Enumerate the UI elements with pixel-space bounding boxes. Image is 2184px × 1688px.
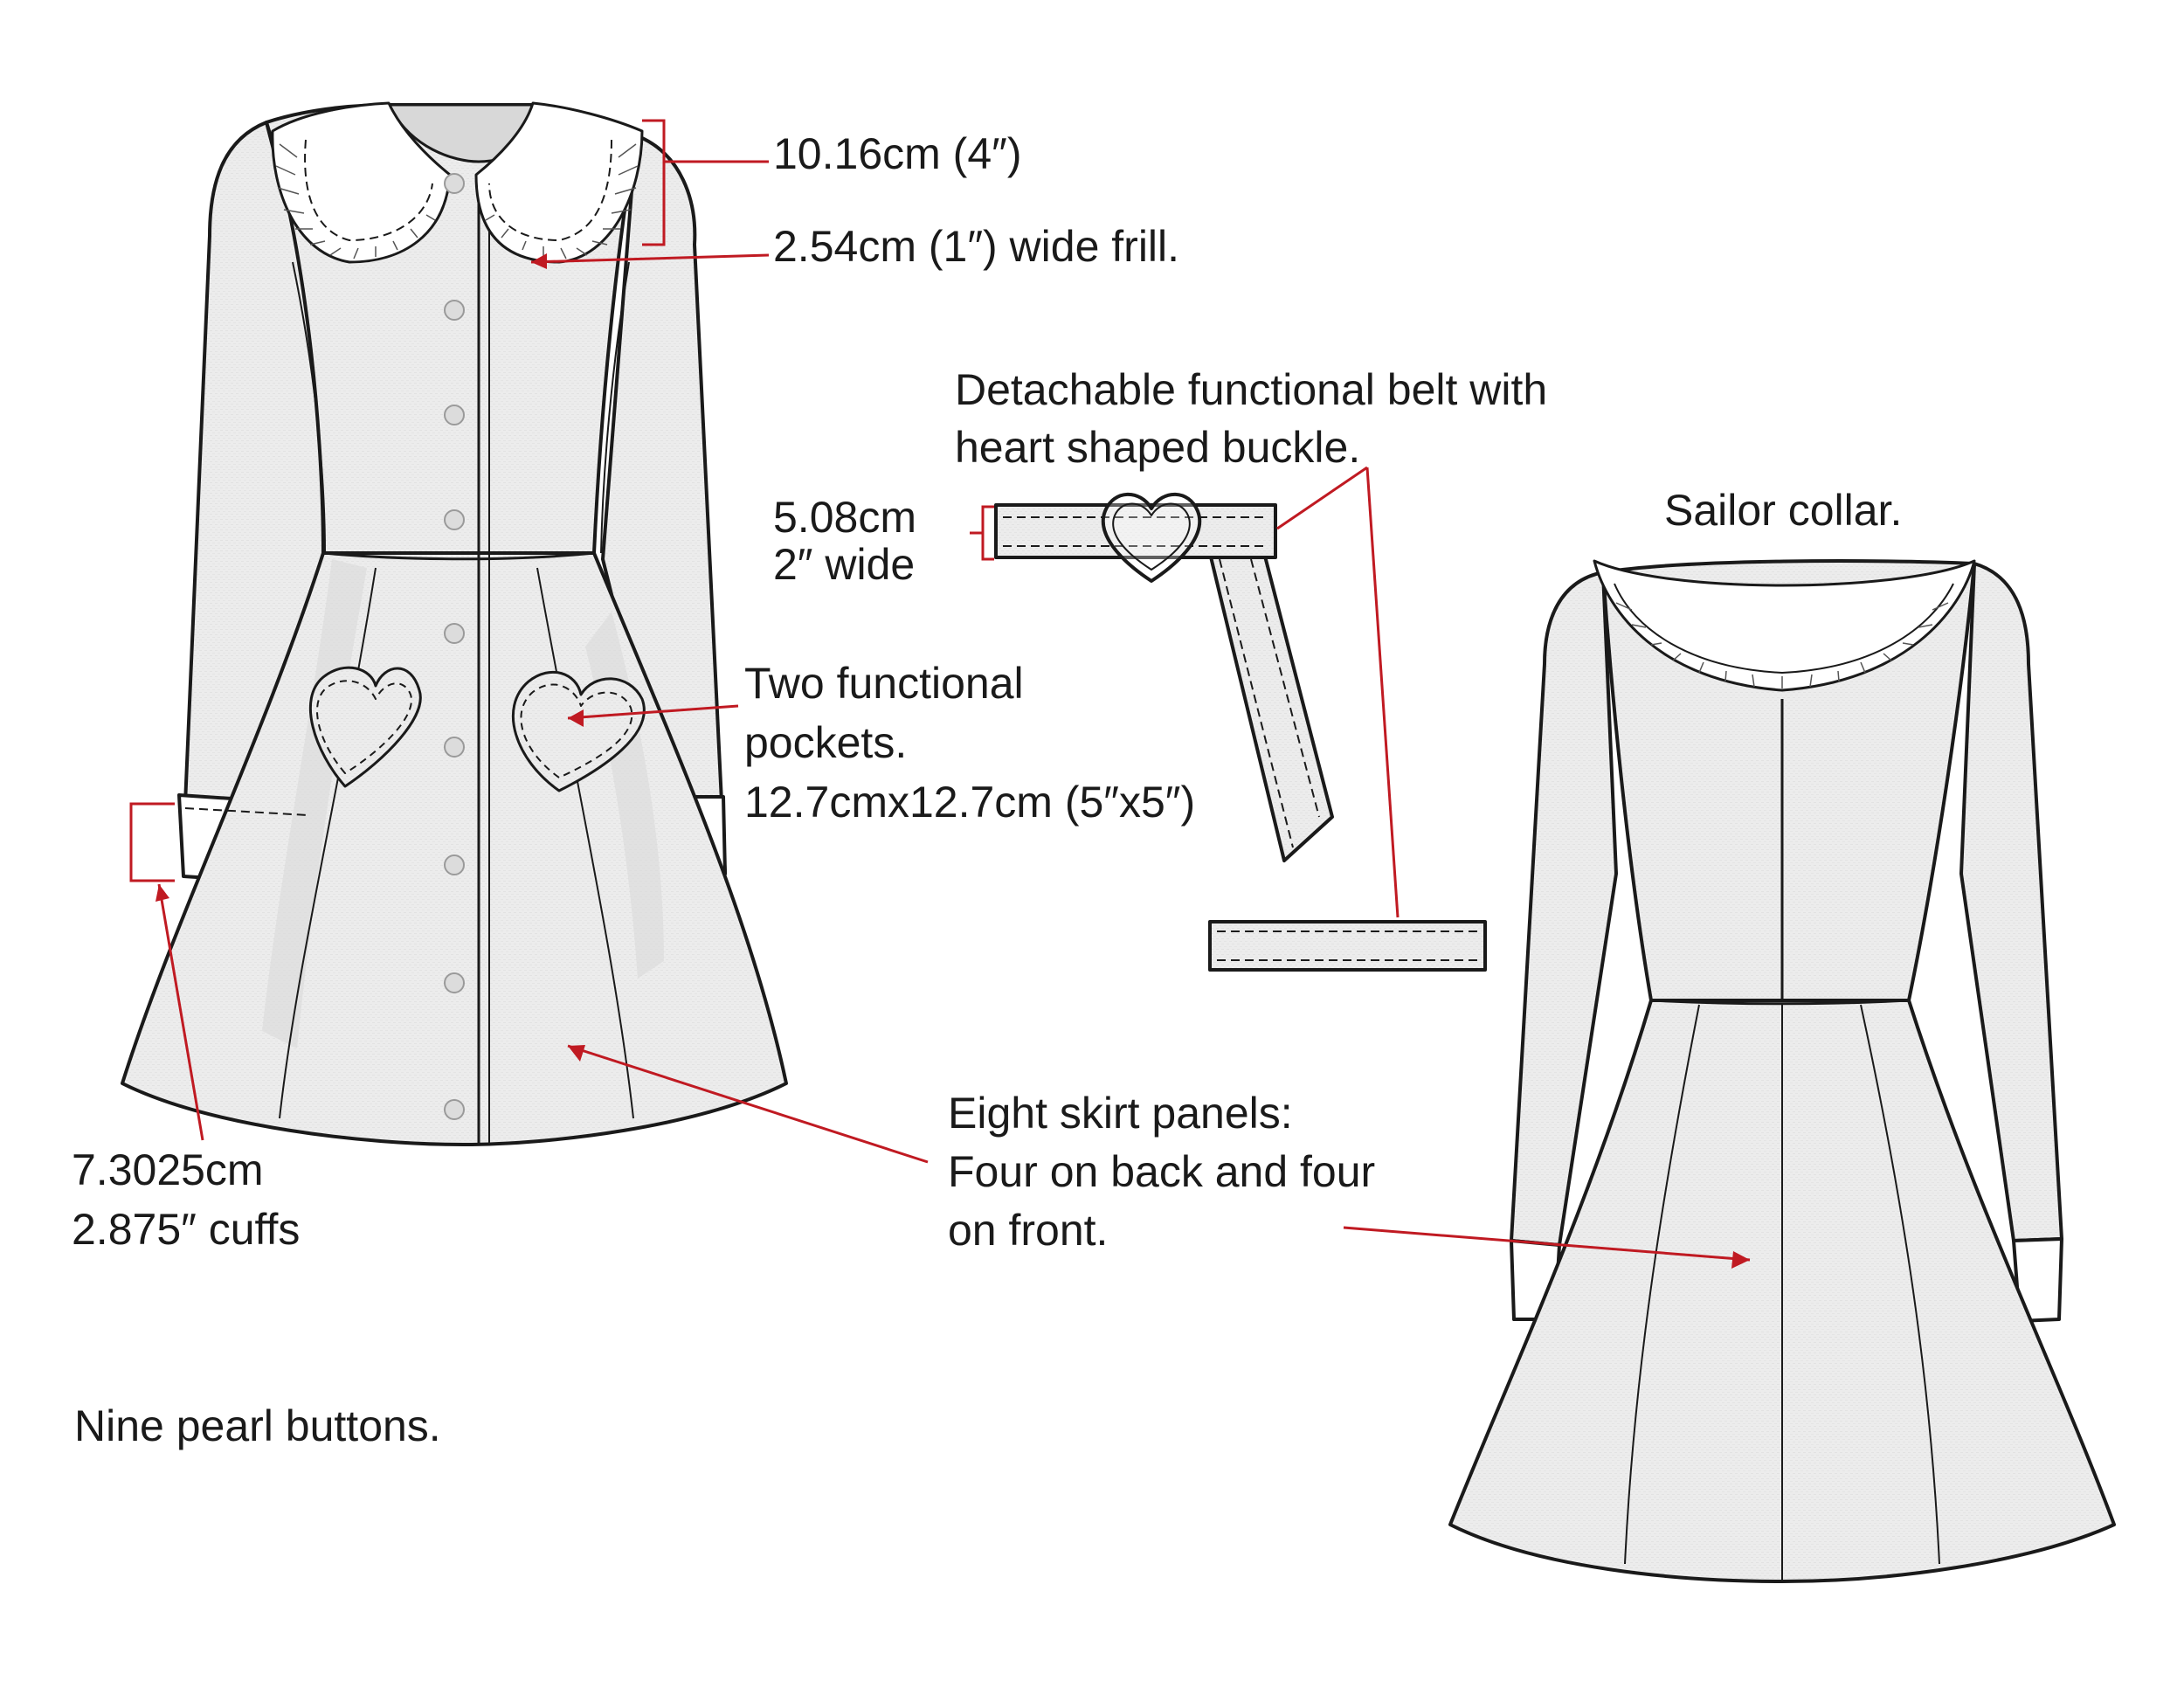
cuff-bracket <box>129 802 175 882</box>
pockets-label-line2: pockets. <box>744 718 908 767</box>
front-collar-left-frill <box>271 101 452 264</box>
belt-label-line1: Detachable functional belt with <box>955 365 1548 414</box>
front-pocket-right <box>511 670 646 792</box>
pearl-buttons <box>444 173 465 1120</box>
arrowheads <box>156 253 1750 1269</box>
panels-label-line3: on front. <box>948 1206 1109 1255</box>
belt-width-bracket <box>981 505 994 561</box>
collar-height-bracket <box>642 119 666 246</box>
back-left-sleeve <box>1510 571 1618 1247</box>
back-view <box>1448 559 2116 1583</box>
frill-width-label: 2.54cm (1″) wide frill. <box>773 222 1180 271</box>
belt-label-line2: heart shaped buckle. <box>955 423 1361 472</box>
callout-lines <box>129 119 1751 1262</box>
right-sleeve <box>601 134 727 878</box>
panels-label-line1: Eight skirt panels: <box>948 1089 1293 1138</box>
frill-texture <box>275 143 1949 688</box>
panels-label-line2: Four on back and four <box>948 1147 1376 1196</box>
front-pocket-left <box>308 666 422 788</box>
belt-width-label-line1: 5.08cm <box>773 493 916 542</box>
belt-width-label-line2: 2″ wide <box>773 540 916 589</box>
belt-band <box>994 503 1277 559</box>
belt-drawing <box>994 492 1487 972</box>
cuffs-label-line2: 2.875″ cuffs <box>72 1205 301 1254</box>
heart-buckle <box>1101 492 1202 583</box>
cuffs-label-line1: 7.3025cm <box>72 1145 264 1194</box>
pockets-label-line3: 12.7cmx12.7cm (5″x5″) <box>744 778 1196 827</box>
pockets-label-line1: Two functional <box>744 659 1024 708</box>
belt-loop-piece <box>1208 920 1487 972</box>
sailor-collar-label: Sailor collar. <box>1664 486 1903 535</box>
collar-height-label: 10.16cm (4″) <box>773 129 1022 178</box>
buttons-label: Nine pearl buttons. <box>74 1401 441 1450</box>
front-view <box>121 101 788 1146</box>
back-right-sleeve <box>1959 562 2063 1242</box>
belt-tail <box>1206 544 1334 862</box>
